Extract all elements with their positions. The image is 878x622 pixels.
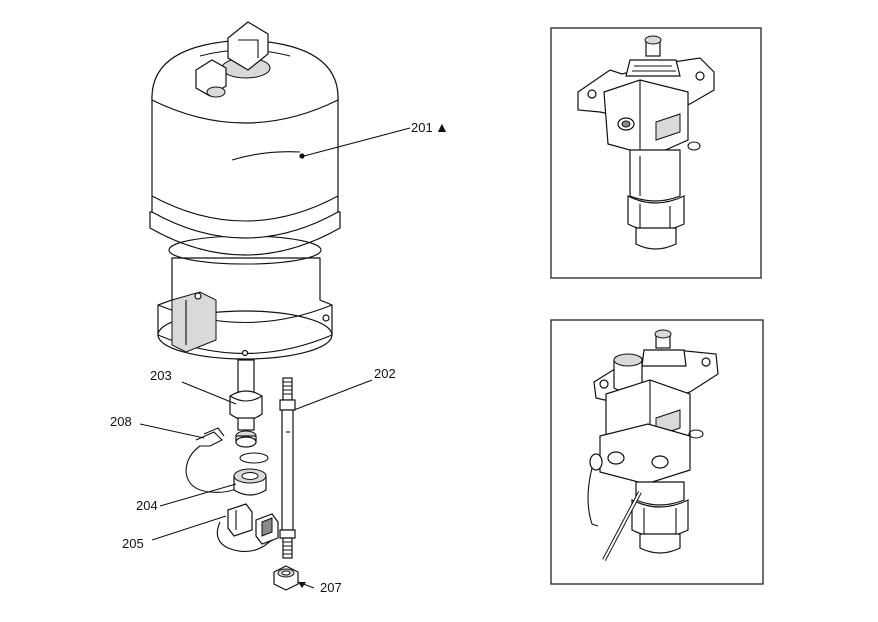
- callout-201: 201: [411, 120, 433, 135]
- tie-rod-202: [279, 377, 296, 559]
- clip-wire-208: [185, 431, 245, 493]
- o-ring: [239, 452, 269, 464]
- coupling-nut-203: [229, 390, 263, 431]
- callout-207: 207: [320, 580, 342, 595]
- callout-208: 208: [110, 414, 132, 429]
- coupling-halves-205: [216, 503, 279, 553]
- collar-208: [235, 430, 257, 448]
- motor-assembly-201: [149, 21, 341, 393]
- callout-203: 203: [150, 368, 172, 383]
- leader-lines: [139, 127, 411, 589]
- inset-pump-lower-top: [550, 27, 762, 279]
- callout-201-warning-symbol: ▲: [435, 119, 449, 135]
- inset-pump-lower-bottom: [550, 319, 764, 585]
- callout-205: 205: [122, 536, 144, 551]
- callout-202: 202: [374, 366, 396, 381]
- collar-204: [233, 468, 267, 496]
- callout-204: 204: [136, 498, 158, 513]
- nut-207: [273, 565, 299, 591]
